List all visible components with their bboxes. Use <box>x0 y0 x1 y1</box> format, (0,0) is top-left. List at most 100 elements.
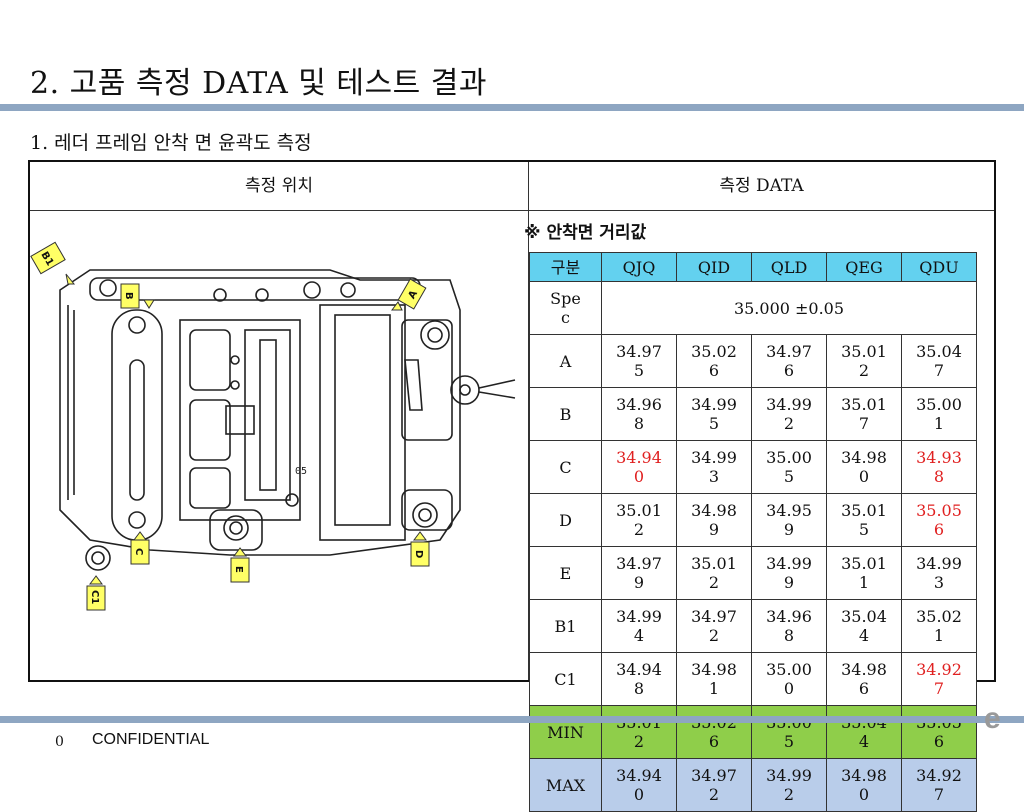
measurement-value: 35.01 1 <box>826 546 902 600</box>
header-cell: QDU <box>901 252 977 282</box>
header-cell: QID <box>676 252 752 282</box>
svg-text:C: C <box>133 548 144 555</box>
row-label: C1 <box>529 652 602 706</box>
measurement-value: 34.93 8 <box>901 440 977 494</box>
marker-e: E <box>230 557 250 583</box>
measurement-value: 34.92 7 <box>901 758 977 812</box>
measurement-value: 34.98 1 <box>676 652 752 706</box>
measurement-value: 34.98 0 <box>826 440 902 494</box>
measurement-value: 34.99 5 <box>676 387 752 441</box>
marker-b: B <box>120 283 140 309</box>
measurement-value: 35.00 5 <box>751 440 827 494</box>
measurement-value: 34.98 6 <box>826 652 902 706</box>
footer-divider <box>0 716 1024 723</box>
measurement-value: 34.99 2 <box>751 758 827 812</box>
confidential-label: CONFIDENTIAL <box>92 731 210 748</box>
row-label: D <box>529 493 602 547</box>
title-divider <box>0 104 1024 111</box>
measurement-value: 35.02 6 <box>676 705 752 759</box>
measurement-value: 34.99 4 <box>601 599 677 653</box>
measurement-value: 35.02 6 <box>676 334 752 388</box>
header-cell: QJQ <box>601 252 677 282</box>
marker-c: C <box>130 539 150 565</box>
measurement-value: 35.01 2 <box>601 705 677 759</box>
measurement-value: 35.04 4 <box>826 599 902 653</box>
measurement-value: 35.05 6 <box>901 705 977 759</box>
frame-column-divider <box>528 162 529 680</box>
row-label: MIN <box>529 705 602 759</box>
row-label: B <box>529 387 602 441</box>
measurement-value: 35.00 1 <box>901 387 977 441</box>
measurement-value: 34.98 0 <box>826 758 902 812</box>
header-cell: QLD <box>751 252 827 282</box>
row-label: B1 <box>529 599 602 653</box>
measurement-location-header: 측정 위치 <box>245 176 313 196</box>
measurement-value: 35.01 2 <box>601 493 677 547</box>
row-label: C <box>529 440 602 494</box>
measurement-value: 34.94 8 <box>601 652 677 706</box>
header-cell: QEG <box>826 252 902 282</box>
measurement-value: 34.97 2 <box>676 599 752 653</box>
spec-label: Spe c <box>529 281 602 335</box>
measurement-value: 34.97 6 <box>751 334 827 388</box>
min-row: MIN35.01 235.02 635.00 535.04 435.05 6 <box>529 705 977 759</box>
logo-fragment: e <box>984 702 1001 735</box>
measurement-value: 35.04 4 <box>826 705 902 759</box>
measurement-value: 35.00 5 <box>751 705 827 759</box>
measurement-value: 35.01 7 <box>826 387 902 441</box>
measurement-value: 35.02 1 <box>901 599 977 653</box>
marker-b1: B1 <box>30 241 66 275</box>
row-label: E <box>529 546 602 600</box>
measurement-value: 35.04 7 <box>901 334 977 388</box>
svg-text:E: E <box>233 566 244 573</box>
spec-value: 35.000 ±0.05 <box>601 281 977 335</box>
frame-header-divider <box>30 210 994 211</box>
measurement-value: 34.99 3 <box>676 440 752 494</box>
part-number-label: 05 <box>295 466 307 477</box>
page-number: 0 <box>55 734 64 750</box>
measurement-value: 34.94 0 <box>601 440 677 494</box>
measurement-value: 34.96 8 <box>751 599 827 653</box>
measurement-value: 34.99 3 <box>901 546 977 600</box>
svg-text:D: D <box>413 550 424 558</box>
measurement-value: 34.99 9 <box>751 546 827 600</box>
marker-a: A <box>397 278 427 310</box>
row-label: MAX <box>529 758 602 812</box>
svg-text:C1: C1 <box>89 590 100 604</box>
svg-text:B: B <box>123 292 134 300</box>
measurement-value: 35.01 5 <box>826 493 902 547</box>
distance-note: ※ 안착면 거리값 <box>524 223 647 243</box>
marker-d: D <box>410 541 430 567</box>
measurement-value: 34.97 5 <box>601 334 677 388</box>
row-label: A <box>529 334 602 388</box>
measurement-value: 34.94 0 <box>601 758 677 812</box>
measurement-value: 34.97 9 <box>601 546 677 600</box>
measurement-value: 34.96 8 <box>601 387 677 441</box>
header-cell: 구분 <box>529 252 602 282</box>
measurement-value: 35.01 2 <box>826 334 902 388</box>
measurement-value: 35.01 2 <box>676 546 752 600</box>
measurement-value: 34.92 7 <box>901 652 977 706</box>
ladder-frame-drawing: 05 B1 B A C E D C1 <box>30 241 516 611</box>
measurement-value: 34.97 2 <box>676 758 752 812</box>
measurement-value: 35.00 0 <box>751 652 827 706</box>
measurement-value: 34.99 2 <box>751 387 827 441</box>
measurement-value: 34.98 9 <box>676 493 752 547</box>
page-title: 2. 고품 측정 DATA 및 테스트 결과 <box>30 66 487 101</box>
measurement-data-header: 측정 DATA <box>719 176 804 196</box>
section-subtitle: 1. 레더 프레임 안착 면 윤곽도 측정 <box>30 132 312 154</box>
marker-c1: C1 <box>86 585 106 611</box>
measurement-value: 35.05 6 <box>901 493 977 547</box>
measurement-value: 34.95 9 <box>751 493 827 547</box>
